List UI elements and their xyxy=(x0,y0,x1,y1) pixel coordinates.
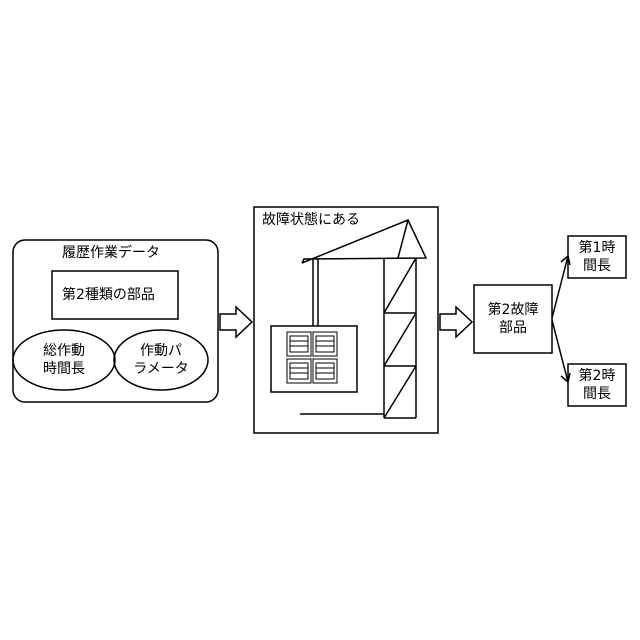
arrow-history-to-fault xyxy=(220,307,252,337)
first-time-length-label: 第1時 間長 xyxy=(569,239,625,275)
arrow-to-first-time xyxy=(552,256,568,318)
history-data-title: 履歴作業データ xyxy=(62,244,160,262)
crane-illustration xyxy=(271,220,426,418)
fault-state-title: 故障状態にある xyxy=(262,211,360,229)
arrow-to-second-time xyxy=(552,320,568,382)
fault-state-box xyxy=(254,207,438,433)
container-stack xyxy=(287,332,337,383)
arrow-fault-to-part2 xyxy=(440,307,472,337)
second-fault-part-label: 第2故障 部品 xyxy=(476,301,550,337)
second-time-length-label: 第2時 間長 xyxy=(569,367,625,403)
total-operation-time-label: 総作動 時間長 xyxy=(34,342,94,378)
second-type-part-label: 第2種類の部品 xyxy=(62,286,155,304)
operation-parameter-label: 作動パ ラメータ xyxy=(125,342,197,378)
